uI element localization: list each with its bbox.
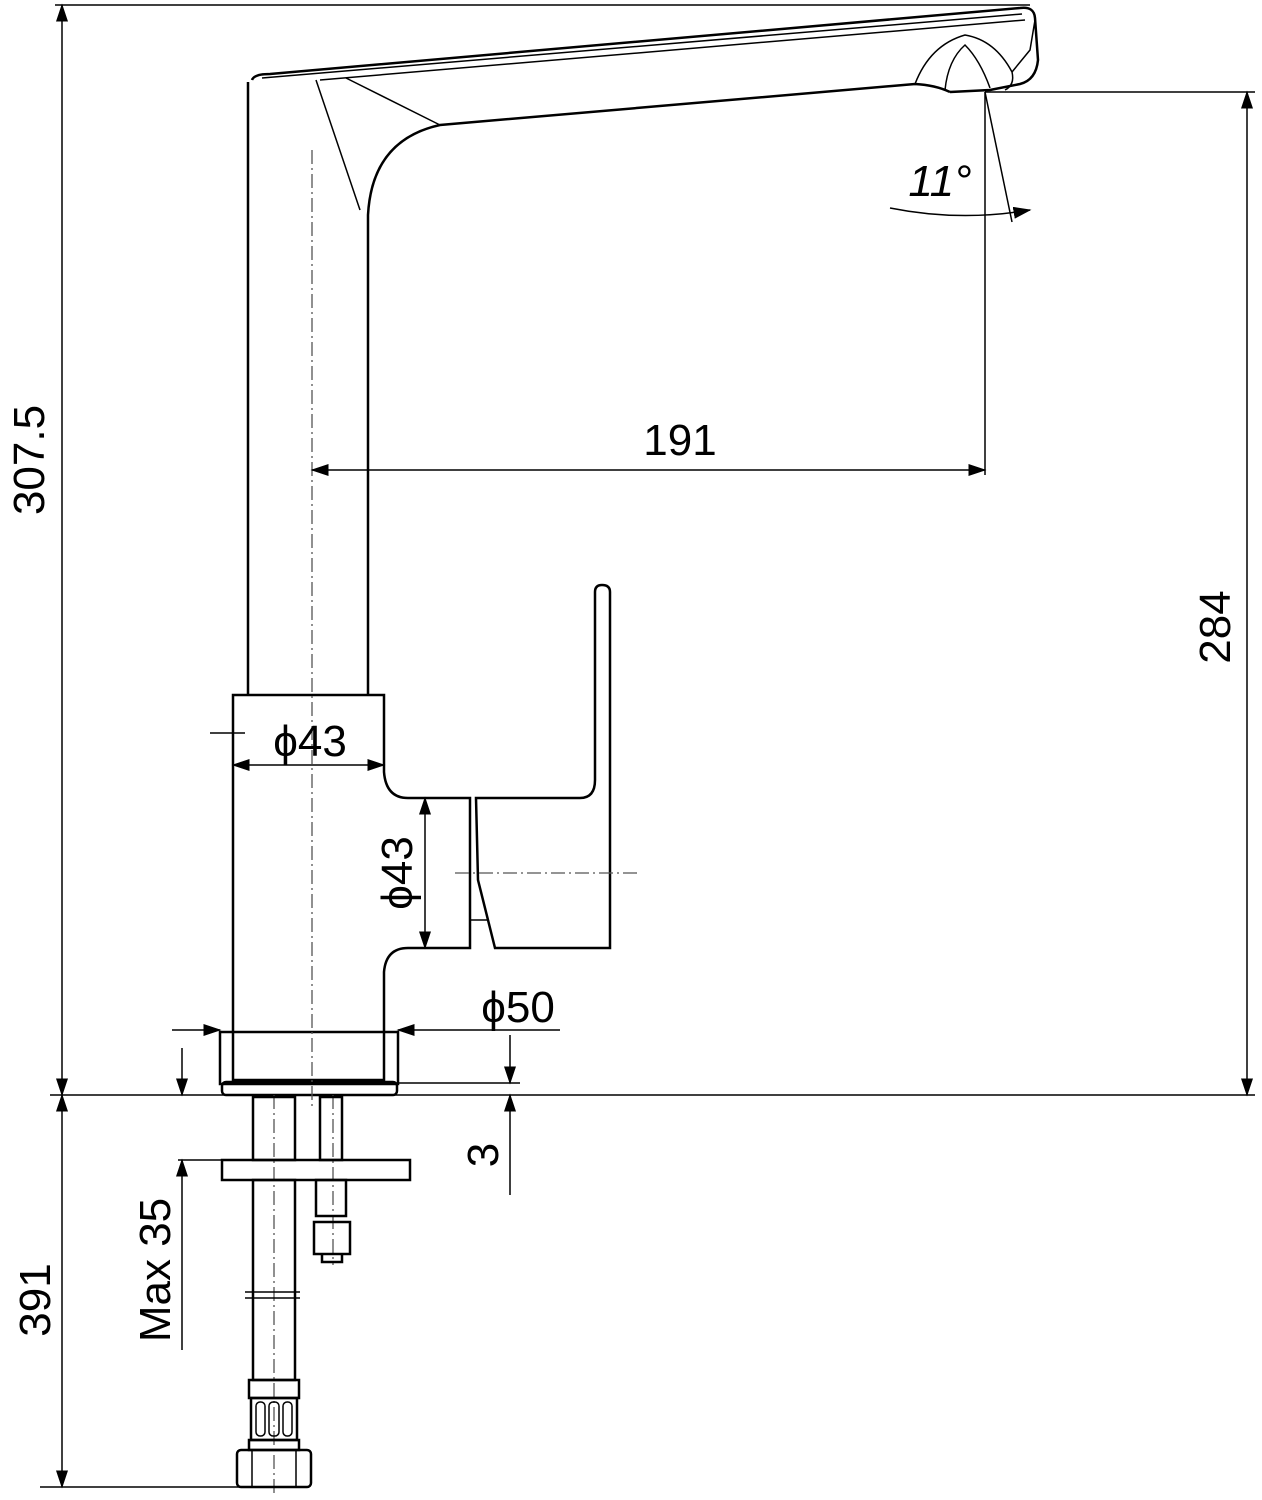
spout: [246, 6, 1040, 695]
max-counter-thickness-label: Max 35: [131, 1198, 180, 1342]
mounting-hardware: [220, 1095, 412, 1264]
base: [218, 1030, 400, 1097]
base-diameter-label: ϕ50: [481, 983, 555, 1032]
below-counter-length-label: 391: [11, 1263, 60, 1336]
spout-angle-label: 11°: [908, 157, 971, 206]
reference-lines: [40, 4, 1255, 1488]
handle-diameter-label: ϕ43: [373, 836, 422, 910]
braided-hose: [235, 1095, 313, 1489]
handle[interactable]: [470, 583, 612, 950]
centerlines: [273, 150, 640, 1495]
spout-outlet-height-label: 284: [1191, 590, 1240, 663]
dimension-lines: [56, 3, 1253, 1489]
column-diameter-label: ϕ43: [273, 717, 347, 766]
spout-reach-label: 191: [643, 416, 716, 465]
total-height-label: 307.5: [5, 405, 54, 515]
faucet-body: [231, 693, 472, 1082]
base-plate-thickness-label: 3: [459, 1143, 508, 1167]
